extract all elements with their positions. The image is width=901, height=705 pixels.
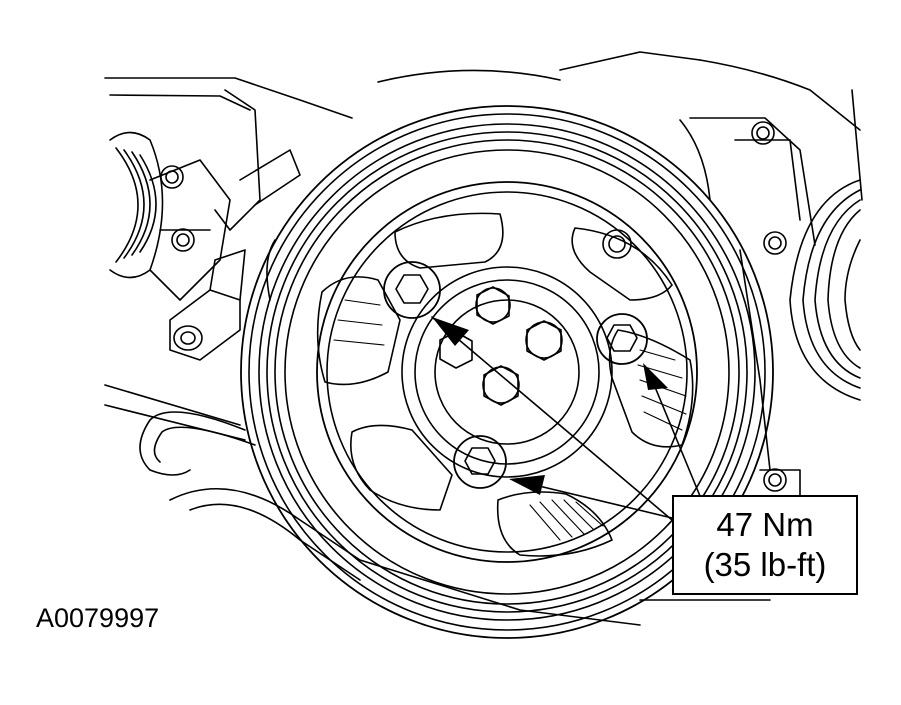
engine-background-outlines: [104, 51, 863, 626]
mounting-bolts: [160, 121, 787, 492]
right-accessory-pulley: [789, 179, 861, 401]
torque-callout-box: 47 Nm (35 lb-ft): [672, 495, 858, 595]
torque-value-metric: 47 Nm: [716, 506, 814, 543]
crankshaft-pulley: [240, 105, 774, 639]
wiring-harness: [139, 411, 256, 476]
figure-identifier: A0079997: [36, 603, 160, 633]
hex-spacer: [169, 249, 246, 361]
pulley-bolts: [383, 261, 648, 489]
center-hub-bolts: [439, 286, 563, 406]
pulley-rib-hatching: [333, 299, 687, 541]
pulley-spoke-windows: [316, 212, 694, 557]
tensioner-bracket: [214, 89, 301, 301]
torque-value-imperial: (35 lb-ft): [703, 546, 827, 583]
left-accessory-pulley: [109, 131, 231, 301]
callout-arrowheads: [432, 317, 668, 495]
